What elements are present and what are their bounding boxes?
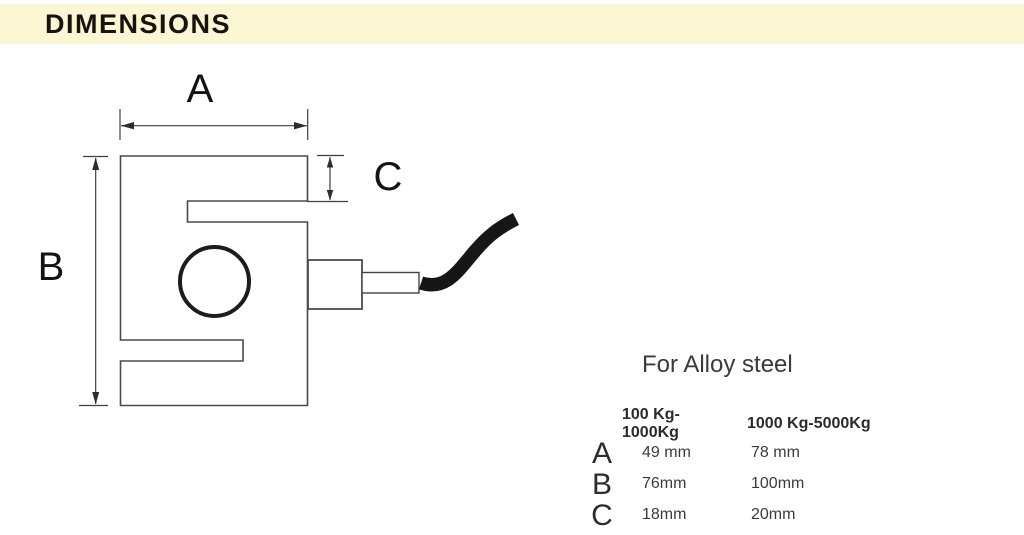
connector-block — [307, 259, 363, 310]
dimension-c-label: C — [374, 155, 403, 199]
table-corner-cell — [582, 410, 622, 437]
dimension-a-label: A — [187, 67, 214, 111]
arrowhead-up-icon — [92, 157, 100, 170]
value-b-large-range: 100mm — [751, 474, 805, 492]
dimension-b-label: B — [38, 245, 65, 289]
row-label-c: C — [591, 498, 613, 532]
center-hole — [178, 245, 251, 318]
value-b-small-range: 76mm — [642, 474, 687, 492]
arrowhead-up-icon — [326, 157, 334, 168]
spec-table-title: For Alloy steel — [642, 351, 793, 378]
section-header: DIMENSIONS — [0, 4, 1024, 44]
arrowhead-down-icon — [92, 392, 100, 405]
dimension-table: 100 Kg-1000Kg 1000 Kg-5000Kg A 49 mm 78 … — [582, 405, 874, 532]
value-a-large-range: 78 mm — [751, 443, 800, 461]
value-a-small-range: 49 mm — [642, 443, 691, 461]
arrowhead-left-icon — [121, 122, 134, 130]
arrowhead-down-icon — [326, 190, 334, 201]
arrowhead-right-icon — [294, 122, 307, 130]
row-label-b: B — [591, 467, 612, 501]
dimension-c: C — [307, 154, 403, 203]
column-header-capacity-2: 1000 Kg-5000Kg — [747, 414, 871, 432]
value-c-small-range: 18mm — [642, 505, 687, 523]
row-label-a: A — [591, 436, 612, 470]
value-c-large-range: 20mm — [751, 505, 796, 523]
dimension-a: A — [119, 67, 309, 140]
column-header-capacity-1: 100 Kg-1000Kg — [622, 405, 680, 441]
dimension-b: B — [38, 155, 108, 407]
page-title: DIMENSIONS — [45, 8, 232, 39]
cable — [418, 212, 520, 292]
cable-ferrule — [361, 271, 420, 294]
load-cell-body — [119, 155, 309, 407]
load-cell-drawing: A B C — [38, 67, 520, 407]
